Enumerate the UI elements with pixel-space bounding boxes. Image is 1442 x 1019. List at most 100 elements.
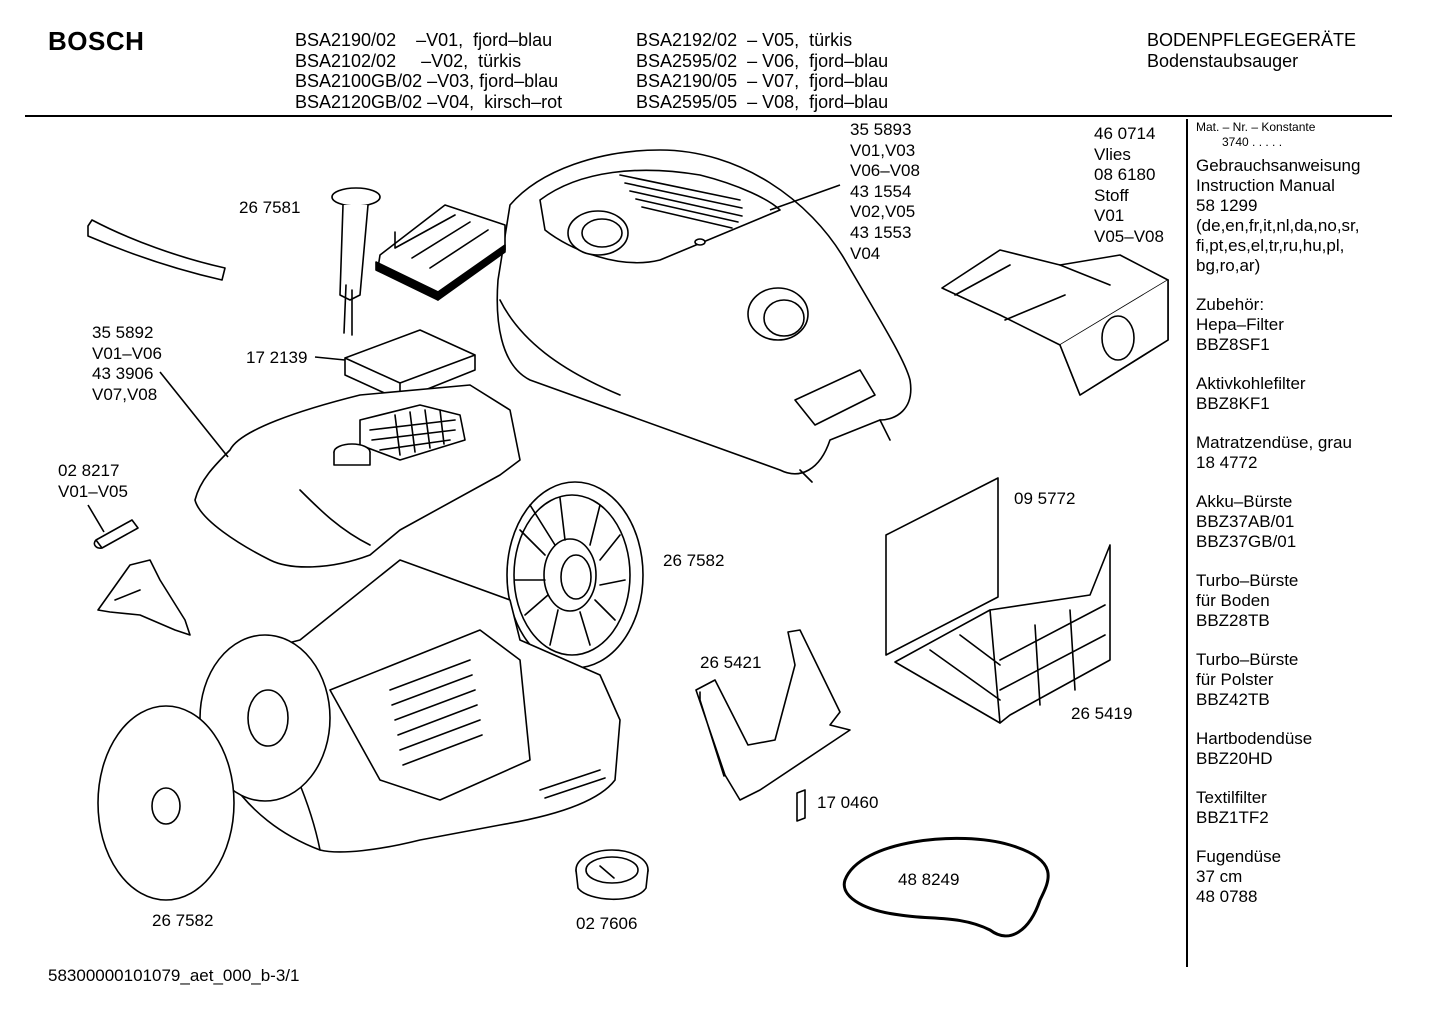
sidebar-line: BBZ8SF1 [1196, 335, 1270, 354]
sidebar-line: Instruction Manual [1196, 176, 1335, 195]
sidebar-line: für Boden [1196, 591, 1270, 610]
model-list-col1: BSA2190/02 –V01, fjord–blau BSA2102/02 –… [295, 30, 562, 112]
label-cable-reel: 02 7606 [576, 914, 638, 933]
sidebar-group-akku-buerste: Akku–Bürste BBZ37AB/01 BBZ37GB/01 [1196, 492, 1386, 552]
konstante-label: Mat. – Nr. – Konstante [1196, 120, 1316, 134]
sidebar-group-textilfilter: Textilfilter BBZ1TF2 [1196, 788, 1386, 828]
accessory-sidebar: Mat. – Nr. – Konstante 3740 . . . . . Ge… [1196, 120, 1386, 926]
label-filter-housing: 35 5892 V01–V06 43 3906 V07,V08 [92, 323, 162, 405]
label-line: V07,V08 [92, 384, 158, 404]
sidebar-divider [1186, 119, 1188, 967]
label-line: Stoff [1094, 185, 1129, 205]
sidebar-line: BBZ37GB/01 [1196, 532, 1297, 551]
model-list-col2: BSA2192/02 – V05, türkis BSA2595/02 – V0… [636, 30, 888, 112]
sidebar-line: BBZ20HD [1196, 749, 1273, 768]
leader-line [160, 372, 228, 457]
category-title: BODENPFLEGEGERÄTE [1147, 30, 1357, 50]
sidebar-line: fi,pt,es,el,tr,ru,hu,pl, [1196, 236, 1345, 255]
label-filter-sheet: 09 5772 [1014, 489, 1076, 508]
sidebar-line: Turbo–Bürste [1196, 650, 1299, 669]
label-line: 43 1554 [850, 181, 912, 201]
label-line: V05–V08 [1094, 226, 1164, 246]
sidebar-line: 48 0788 [1196, 887, 1258, 906]
sidebar-line: BBZ1TF2 [1196, 808, 1269, 827]
hepa-filter-block-part [345, 330, 475, 400]
sidebar-group-hartbodenduese: Hartbodendüse BBZ20HD [1196, 729, 1386, 769]
mounting-bracket-part [696, 630, 850, 800]
label-line: 35 5892 [92, 323, 154, 342]
model-line: BSA2595/05 – V08, fjord–blau [636, 91, 889, 112]
model-line: BSA2190/05 – V07, fjord–blau [636, 71, 889, 91]
label-drive-belt: 48 8249 [898, 870, 960, 889]
category-block: BODENPFLEGEGERÄTE Bodenstaubsauger [1147, 30, 1356, 72]
document-id-footer: 58300000101079_aet_000_b-3/1 [48, 966, 300, 985]
label-line: V01 [1094, 206, 1125, 226]
label-line: V01,V03 [850, 140, 916, 160]
small-bracket-part [98, 560, 190, 635]
label-line: 02 8217 [58, 461, 120, 480]
sidebar-line: Akku–Bürste [1196, 492, 1293, 511]
header-divider [25, 115, 1392, 117]
label-line: 43 1553 [850, 222, 912, 242]
label-line: 08 6180 [1094, 165, 1156, 185]
model-line: BSA2100GB/02 –V03, fjord–blau [295, 71, 559, 91]
sidebar-line: BBZ28TB [1196, 611, 1270, 630]
sidebar-line: (de,en,fr,it,nl,da,no,sr, [1196, 216, 1360, 235]
sidebar-group-matratzenduese: Matratzendüse, grau 18 4772 [1196, 433, 1386, 473]
filter-sheet-part [886, 478, 998, 655]
sidebar-line: für Polster [1196, 670, 1274, 689]
sidebar-line: BBZ37AB/01 [1196, 512, 1295, 531]
label-filter-grid: 26 5419 [1071, 704, 1133, 723]
sidebar-group-turbo-polster: Turbo–Bürste für Polster BBZ42TB [1196, 650, 1386, 710]
label-line: V01–V05 [58, 481, 128, 501]
sidebar-group-turbo-boden: Turbo–Bürste für Boden BBZ28TB [1196, 571, 1386, 631]
leader-lines [88, 185, 840, 532]
model-line: BSA2190/02 –V01, fjord–blau [295, 30, 553, 50]
sidebar-line: Textilfilter [1196, 788, 1267, 807]
label-battery: 02 8217 V01–V05 [58, 461, 128, 502]
sidebar-group-aktivkohle: Aktivkohlefilter BBZ8KF1 [1196, 374, 1386, 414]
cable-reel-part [576, 850, 648, 899]
model-line: BSA2102/02 –V02, türkis [295, 50, 522, 71]
sidebar-line: Hepa–Filter [1196, 315, 1284, 334]
wheel-right-part [507, 482, 643, 668]
label-wheel-right: 26 7582 [663, 551, 725, 570]
sidebar-line: Zubehör: [1196, 295, 1265, 314]
label-line: V01–V06 [92, 343, 162, 363]
konstante-value: 3740 . . . . . [1222, 135, 1283, 149]
filter-cassette-part [376, 205, 505, 300]
label-top-cover: 35 5893 V01,V03 V06–V08 43 1554 V02,V05 … [850, 120, 920, 264]
sidebar-group-manual: Gebrauchsanweisung Instruction Manual 58… [1196, 156, 1386, 276]
sidebar-line: Gebrauchsanweisung [1196, 156, 1361, 175]
label-line: V04 [850, 243, 881, 263]
battery-part [94, 520, 138, 548]
leader-line [315, 357, 345, 360]
label-line: 46 0714 [1094, 124, 1156, 143]
dust-bag-part [942, 250, 1168, 395]
small-clip-part [797, 790, 805, 821]
sidebar-line: BBZ42TB [1196, 690, 1270, 709]
label-line: 35 5893 [850, 120, 912, 139]
sidebar-line: Aktivkohlefilter [1196, 374, 1306, 393]
sidebar-line: bg,ro,ar) [1196, 256, 1261, 275]
plug-pin-part [332, 188, 380, 335]
label-hepa-filter: 17 2139 [246, 348, 308, 367]
label-line: 43 3906 [92, 364, 154, 384]
model-line: BSA2595/02 – V06, fjord–blau [636, 50, 889, 71]
label-line: V02,V05 [850, 202, 916, 222]
label-mounting-bracket: 26 5421 [700, 653, 762, 672]
top-cover-part [497, 150, 911, 482]
leader-line [770, 185, 840, 210]
sidebar-line: Matratzendüse, grau [1196, 433, 1352, 452]
brand-logo: BOSCH [48, 26, 145, 56]
label-plug-pin: 26 7581 [239, 198, 301, 217]
model-line: BSA2120GB/02 –V04, kirsch–rot [295, 91, 563, 112]
sidebar-line: Fugendüse [1196, 847, 1282, 866]
label-small-clip: 17 0460 [817, 793, 879, 812]
model-line: BSA2192/02 – V05, türkis [636, 30, 853, 50]
wheel-left-part [98, 706, 234, 900]
sidebar-line: Turbo–Bürste [1196, 571, 1299, 590]
sidebar-line: Hartbodendüse [1196, 729, 1313, 748]
label-dust-bag: 46 0714 Vlies 08 6180 Stoff V01 V05–V08 [1094, 124, 1164, 248]
